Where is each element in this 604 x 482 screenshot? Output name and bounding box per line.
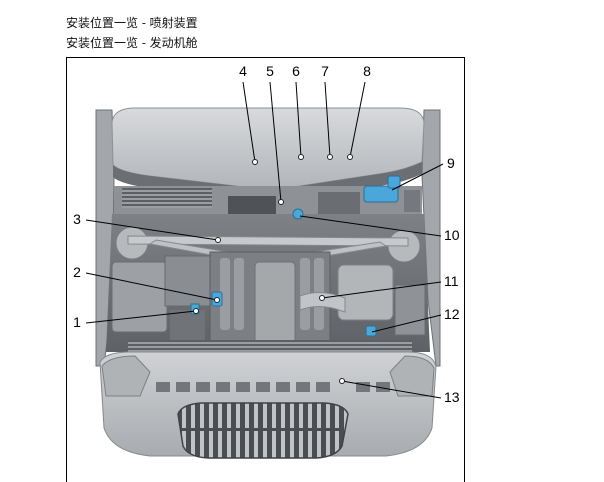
callout-labels: 1 2 3 4 5 6 7 8 9 10 11 12 13: [73, 63, 460, 405]
leader-line-2: [85, 272, 218, 301]
headlight-left: [101, 355, 151, 397]
leader-line-3: [85, 219, 219, 241]
callout-label-2: 2: [73, 264, 81, 280]
leader-line-4: [242, 81, 256, 163]
leader-line-8: [349, 81, 366, 158]
callout-point-13: [339, 378, 345, 384]
callout-point-8: [347, 154, 353, 160]
component-10-highlight: [292, 208, 304, 220]
callout-label-4: 4: [239, 63, 247, 79]
leader-line-5: [269, 81, 282, 203]
callout-point-6: [298, 154, 304, 160]
component-9-highlight: [363, 185, 399, 203]
leader-lines: [85, 81, 444, 399]
callout-label-9: 9: [447, 155, 455, 171]
section-title-injection: 安装位置一览 - 喷射装置: [66, 16, 198, 30]
section-title-engine-bay: 安装位置一览 - 发动机舱: [66, 36, 198, 50]
leader-line-11: [321, 281, 442, 299]
callout-point-4: [252, 159, 258, 165]
callout-label-1: 1: [73, 314, 81, 330]
grille: [177, 402, 349, 459]
leader-line-6: [295, 81, 302, 158]
leader-line-9: [391, 163, 444, 191]
figure-frame: [66, 57, 465, 482]
callout-label-11: 11: [444, 273, 459, 289]
bumper-openings: [156, 382, 390, 392]
callout-label-10: 10: [444, 227, 460, 243]
headlight-right: [389, 355, 435, 397]
callout-point-2: [214, 297, 220, 303]
leader-line-7: [324, 81, 331, 158]
fender-right: [421, 109, 441, 367]
callout-label-8: 8: [363, 63, 371, 79]
callout-label-7: 7: [321, 63, 329, 79]
callout-point-11: [319, 295, 325, 301]
callout-point-7: [327, 154, 333, 160]
engine-bay-illustration: [95, 107, 441, 459]
callout-point-3: [215, 237, 221, 243]
callout-label-3: 3: [73, 211, 81, 227]
leader-line-1: [85, 310, 197, 324]
callout-label-12: 12: [444, 306, 460, 322]
left-components: [111, 255, 211, 346]
callout-points: [193, 154, 353, 384]
leader-line-12: [371, 314, 442, 333]
callout-label-6: 6: [292, 63, 300, 79]
component-9-connector: [387, 175, 401, 189]
leader-line-13: [341, 380, 442, 399]
callout-point-5: [278, 199, 284, 205]
callout-label-5: 5: [266, 63, 274, 79]
callout-point-1: [193, 308, 199, 314]
callout-label-13: 13: [444, 389, 460, 405]
leader-line-10: [299, 215, 442, 237]
